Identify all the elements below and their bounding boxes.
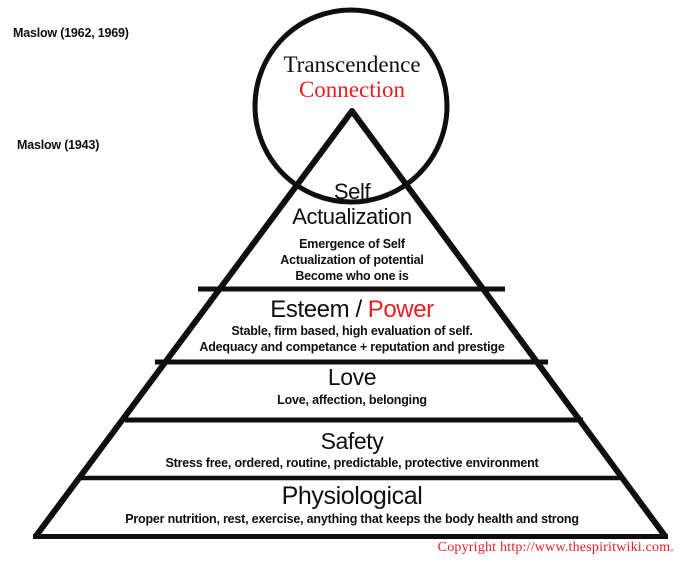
transcendence-circle (252, 7, 450, 205)
copyright-notice: Copyright http://www.thespiritwiki.com. (437, 540, 674, 555)
self-actualization-description-2: Actualization of potential (280, 253, 424, 267)
safety-description: Stress free, ordered, routine, predictab… (165, 456, 539, 470)
physiological-description: Proper nutrition, rest, exercise, anythi… (125, 512, 579, 526)
love-title: Love (327, 364, 377, 390)
self-actualization-description-3: Become who one is (295, 269, 409, 283)
self-actualization-title-line1: Self (333, 179, 371, 204)
esteem-description-1: Stable, firm based, high evaluation of s… (231, 324, 473, 338)
safety-title: Safety (320, 428, 384, 454)
physiological-title: Physiological (281, 482, 423, 510)
esteem-title: Esteem / (270, 296, 362, 323)
self-actualization-description-1: Emergence of Self (299, 237, 405, 251)
esteem-power-title: Esteem /Power (2, 298, 700, 322)
love-description: Love, affection, belonging (277, 393, 427, 407)
transcendence-label: Transcendence (283, 52, 421, 77)
self-actualization-title-line2: Actualization (292, 204, 412, 229)
annotation-maslow-1943: Maslow (1943) (17, 138, 100, 152)
esteem-description-2: Adequacy and competance + reputation and… (199, 340, 505, 354)
power-title: Power (367, 296, 434, 323)
annotation-maslow-1962: Maslow (1962, 1969) (13, 26, 129, 40)
pyramid-outline (33, 108, 668, 539)
connection-label: Connection (298, 77, 406, 102)
